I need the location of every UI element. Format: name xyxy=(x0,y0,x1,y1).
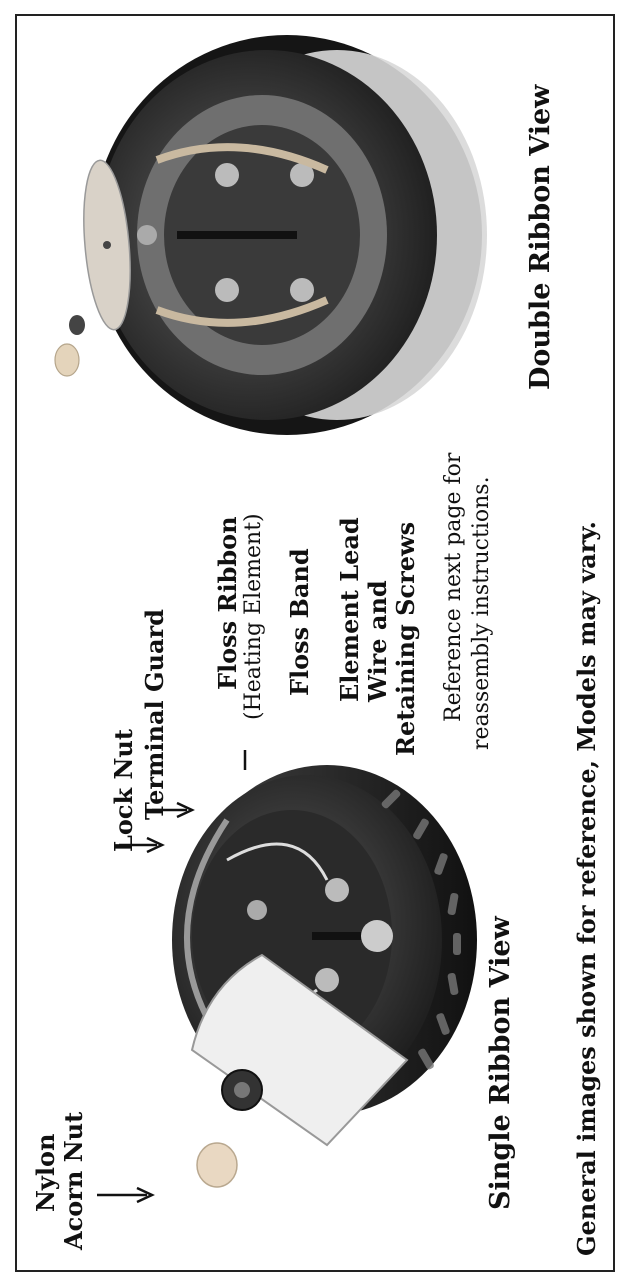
label-floss-band: Floss Band xyxy=(285,548,314,696)
label-wire-and: Wire and xyxy=(363,580,392,702)
reference-line-1: Reference next page for xyxy=(441,453,466,722)
label-retaining-screws: Retaining Screws xyxy=(391,522,420,756)
rotated-content: General images shown for reference, Mode… xyxy=(17,16,613,1270)
footer-note: General images shown for reference, Mode… xyxy=(572,521,601,1256)
double-ribbon-view-title: Double Ribbon View xyxy=(525,85,556,390)
double-ribbon-photo xyxy=(37,30,507,460)
label-element-lead: Element Lead xyxy=(335,517,364,702)
label-nylon: Nylon xyxy=(31,1134,60,1212)
figure-stage: General images shown for reference, Mode… xyxy=(17,16,613,1270)
label-floss-ribbon: Floss Ribbon xyxy=(213,516,242,690)
reference-line-2: reassembly instructions. xyxy=(469,476,494,750)
label-heating-element: (Heating Element) xyxy=(241,513,266,720)
single-ribbon-view-title: Single Ribbon View xyxy=(485,916,516,1210)
single-ribbon-photo xyxy=(77,750,487,1240)
